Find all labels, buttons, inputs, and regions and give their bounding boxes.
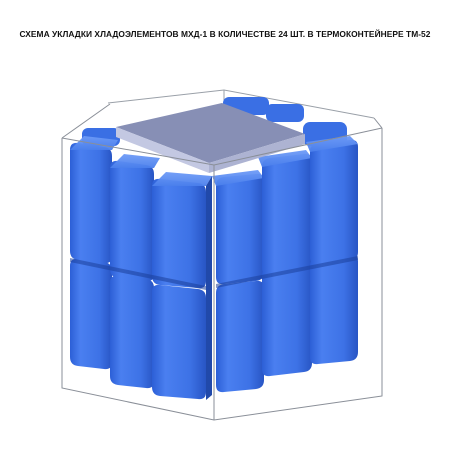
container-outline-icon bbox=[61, 103, 383, 421]
cold-element-icon bbox=[152, 284, 206, 400]
cold-element-icon bbox=[310, 253, 358, 365]
cold-element-icon bbox=[216, 280, 264, 393]
cold-element-icon bbox=[266, 104, 304, 122]
cold-element-icon bbox=[70, 142, 112, 264]
diagram-title: СХЕМА УКЛАДКИ ХЛАДОЭЛЕМЕНТОВ МХД-1 В КОЛ… bbox=[19, 29, 431, 39]
cold-element-icon bbox=[262, 262, 312, 377]
cold-element-icon bbox=[70, 258, 112, 370]
cold-element-icon bbox=[110, 160, 154, 282]
cold-element-icon bbox=[152, 178, 206, 289]
row-gap-shadows bbox=[70, 256, 358, 290]
lid-plate-icon bbox=[116, 103, 305, 173]
cold-element-icon bbox=[262, 153, 312, 276]
elements-right-face bbox=[212, 136, 358, 393]
cold-element-icon bbox=[310, 139, 358, 265]
elements-left-face bbox=[70, 136, 212, 400]
cold-element-icon bbox=[110, 275, 154, 389]
cold-element-icon bbox=[216, 173, 264, 285]
